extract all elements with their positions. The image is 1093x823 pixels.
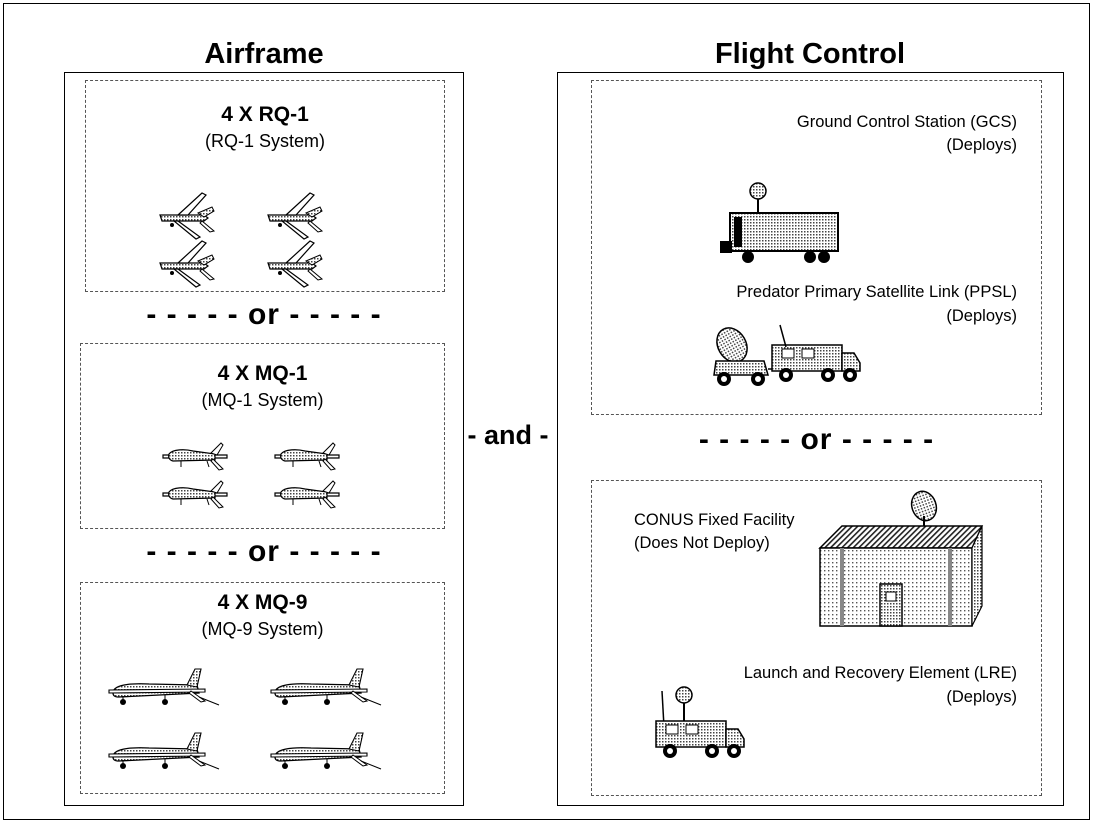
rq1-title: 4 X RQ-1 — [221, 103, 309, 126]
airframe-or-separator-2: - - - - - or - - - - - — [146, 535, 382, 568]
gcs-label-line1: Ground Control Station (GCS) — [796, 113, 1017, 131]
flight-control-or-separator: - - - - - or - - - - - — [698, 423, 935, 456]
rq1-option-box: 4 X RQ-1 (RQ-1 System) — [85, 80, 445, 292]
and-connector: - and - — [467, 420, 549, 450]
ppsl-label-line1: Predator Primary Satellite Link (PPSL) — [736, 283, 1017, 301]
gcs-trailer-icon — [720, 182, 839, 263]
lre-label-line2: (Deploys) — [946, 688, 1017, 706]
gcs-label-line2: (Deploys) — [946, 136, 1017, 154]
airframe-panel — [64, 72, 464, 806]
airframe-or-separator-1: - - - - - or - - - - - — [146, 298, 382, 331]
conus-label-line2: (Does Not Deploy) — [634, 534, 770, 552]
flight-control-panel — [557, 72, 1064, 806]
mq1-subtitle: (MQ-1 System) — [201, 390, 324, 410]
mq1-aircraft-icon — [162, 442, 340, 509]
satellite-vehicle-icon — [713, 324, 861, 386]
lre-vehicle-icon — [655, 686, 745, 759]
conus-label-line1: CONUS Fixed Facility — [634, 511, 795, 529]
lre-label-line1: Launch and Recovery Element (LRE) — [743, 664, 1017, 682]
flight-control-heading: Flight Control — [714, 38, 906, 70]
airframe-heading: Airframe — [204, 38, 324, 70]
mq1-title: 4 X MQ-1 — [217, 362, 308, 385]
mq9-subtitle: (MQ-9 System) — [201, 619, 324, 639]
mq9-title: 4 X MQ-9 — [217, 591, 308, 614]
mq9-aircraft-icon — [108, 668, 382, 770]
mq1-option-box: 4 X MQ-1 (MQ-1 System) — [80, 343, 445, 529]
rq1-aircraft-icon — [159, 192, 323, 288]
mq9-option-box: 4 X MQ-9 (MQ-9 System) — [80, 582, 445, 794]
deploy-group-box: Ground Control Station (GCS) (Deploys) P… — [591, 80, 1042, 415]
rq1-subtitle: (RQ-1 System) — [204, 131, 325, 151]
fixed-group-box: CONUS Fixed Facility (Does Not Deploy) L… — [591, 480, 1042, 796]
building-dish-icon — [818, 490, 984, 627]
ppsl-label-line2: (Deploys) — [946, 307, 1017, 325]
diagram-frame — [3, 3, 1090, 820]
